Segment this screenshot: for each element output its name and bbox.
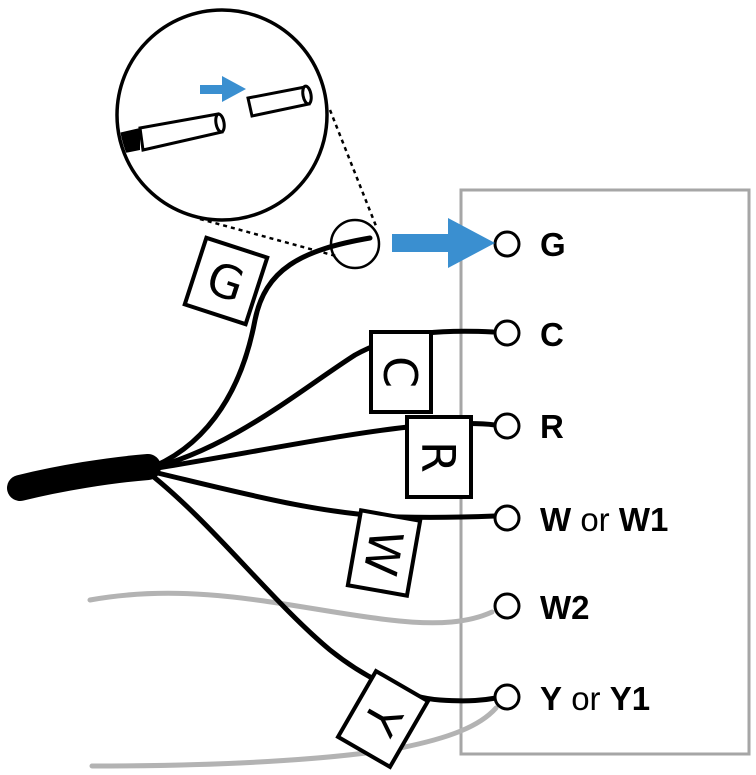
unused-wire-lower bbox=[89, 705, 499, 769]
terminal-screw-w1 bbox=[493, 504, 521, 532]
arrow-right-icon bbox=[200, 76, 246, 102]
unused-wire-upper bbox=[87, 590, 495, 626]
wire-insulation bbox=[119, 128, 140, 156]
svg-text:R: R bbox=[411, 441, 465, 473]
svg-text:C: C bbox=[373, 356, 427, 388]
terminal-screw-w2 bbox=[493, 592, 521, 620]
wire-tag-r: R bbox=[405, 415, 473, 499]
arrow-right-icon bbox=[392, 218, 495, 268]
terminal-label-w2: W2 bbox=[540, 589, 590, 626]
terminal-screws bbox=[493, 230, 521, 711]
wire-end-highlight-circle bbox=[329, 218, 381, 270]
magnified-detail bbox=[115, 8, 329, 222]
terminal-screw-r bbox=[493, 412, 521, 440]
svg-text:W: W bbox=[352, 526, 413, 580]
terminal-screw-g bbox=[493, 230, 521, 258]
terminal-panel bbox=[459, 188, 751, 756]
wire-tag-g: G bbox=[182, 235, 270, 327]
wire-c bbox=[142, 328, 496, 473]
terminal-label-y1: Y or Y1 bbox=[540, 680, 650, 717]
wire-tag-w: W bbox=[345, 508, 423, 598]
terminal-label-g: G bbox=[540, 226, 566, 263]
terminal-label-r: R bbox=[540, 408, 564, 445]
wire-g bbox=[142, 235, 373, 473]
wire-tag-c: C bbox=[369, 330, 433, 414]
terminal-label-w1: W or W1 bbox=[540, 501, 668, 538]
terminal-screw-y1 bbox=[493, 683, 521, 711]
wire-tag-y: Y bbox=[335, 668, 431, 770]
wire-y bbox=[142, 467, 499, 704]
terminal-screw-c bbox=[493, 319, 521, 347]
cable-sheath bbox=[7, 454, 161, 501]
terminal-label-c: C bbox=[540, 316, 564, 353]
